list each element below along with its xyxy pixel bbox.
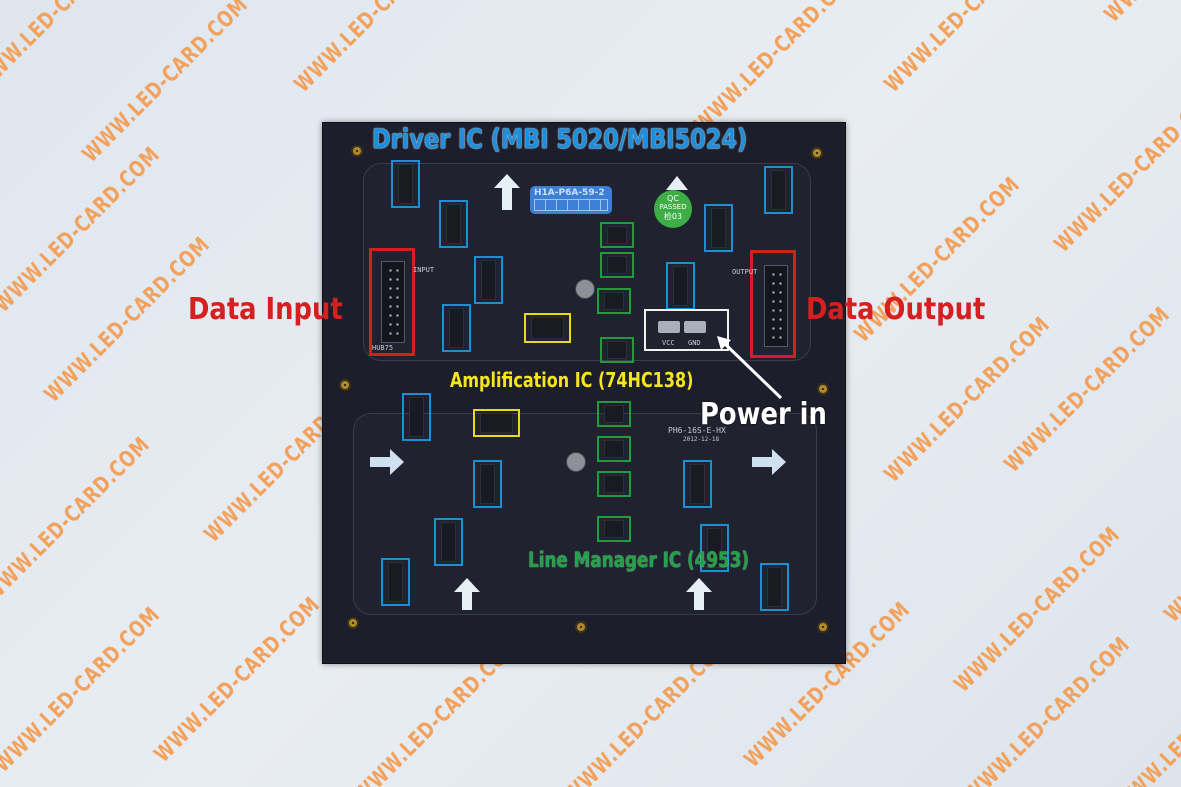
line-manager-ic-box <box>597 288 631 314</box>
amplification-ic-label: Amplification IC (74HC138) <box>450 368 694 392</box>
arrow-up-icon <box>666 176 688 190</box>
silk-gnd-label: GND <box>688 339 701 347</box>
capacitor <box>566 452 586 472</box>
watermark: WWW.LED-CARD.COM <box>0 432 156 608</box>
watermark: WWW.LED-CARD.COM <box>1160 452 1181 628</box>
arrow-up-icon <box>686 578 712 610</box>
driver-ic-box <box>666 262 695 310</box>
driver-ic-box <box>474 256 503 304</box>
mounting-hole <box>339 379 351 391</box>
qc-line2: PASSED <box>659 203 687 211</box>
qc-line3: 检03 <box>663 212 683 221</box>
driver-ic-box <box>402 393 431 441</box>
line-manager-ic-box <box>597 471 631 497</box>
line-manager-ic-box <box>597 436 631 462</box>
line-manager-ic-box <box>600 252 634 278</box>
watermark: WWW.LED-CARD.COM <box>1050 82 1181 258</box>
line-manager-ic-label: Line Manager IC (4953) <box>528 548 750 572</box>
mounting-hole <box>575 621 587 633</box>
driver-ic-box <box>760 563 789 611</box>
data-input-connector-box <box>369 248 415 356</box>
driver-ic-box <box>683 460 712 508</box>
capacitor <box>575 279 595 299</box>
arrow-right-icon <box>370 449 404 475</box>
driver-ic-box <box>473 460 502 508</box>
driver-ic-box <box>704 204 733 252</box>
silk-input-label: INPUT <box>413 266 435 274</box>
silk-hub75-label: HUB75 <box>372 344 394 352</box>
arrow-up-icon <box>494 174 520 210</box>
silk-model: PH6-16S-E-HX <box>668 426 726 435</box>
qc-line1: QC <box>667 194 679 203</box>
mounting-hole <box>811 147 823 159</box>
watermark: WWW.LED-CARD.COM <box>690 0 866 138</box>
driver-ic-box <box>391 160 420 208</box>
mounting-hole <box>817 383 829 395</box>
mounting-hole <box>351 145 363 157</box>
silk-output-label: OUTPUT <box>732 268 758 276</box>
mounting-hole <box>347 617 359 629</box>
power-pointer-arrow-icon <box>717 336 783 400</box>
line-manager-ic-box <box>600 222 634 248</box>
watermark: WWW.LED-CARD.COM <box>0 602 166 778</box>
line-manager-ic-box <box>600 337 634 363</box>
driver-ic-box <box>434 518 463 566</box>
watermark: WWW.LED-CARD.COM <box>880 0 1056 98</box>
power-connector-box: VCC GND <box>644 309 729 351</box>
model-tag-text: H1A-P6A-59-2 <box>534 188 605 198</box>
arrow-right-icon <box>752 449 786 475</box>
pcb-lower <box>353 413 817 615</box>
qc-passed-sticker: QC PASSED 检03 <box>654 190 692 228</box>
watermark: WWW.LED-CARD.COM <box>150 592 326 768</box>
silk-date: 2012-12-18 <box>683 436 720 443</box>
model-tag: H1A-P6A-59-2 <box>530 186 612 214</box>
output-connector <box>764 265 788 347</box>
driver-ic-box <box>442 304 471 352</box>
driver-ic-box <box>700 524 729 572</box>
silk-vcc-label: VCC <box>662 339 675 347</box>
data-input-label: Data Input <box>188 292 343 327</box>
data-output-label: Data Output <box>806 292 986 327</box>
watermark: WWW.LED-CARD.COM <box>78 0 254 168</box>
watermark: WWW.LED-CARD.COM <box>0 0 146 98</box>
mounting-hole <box>817 621 829 633</box>
watermark: WWW.LED-CARD.COM <box>290 0 466 98</box>
driver-ic-box <box>764 166 793 214</box>
amplification-ic-box <box>524 313 571 343</box>
watermark: WWW.LED-CARD.COM <box>1100 0 1181 28</box>
power-in-label: Power in <box>700 397 827 432</box>
data-output-connector-box <box>750 250 796 358</box>
line-manager-ic-box <box>597 401 631 427</box>
driver-ic-label: Driver IC (MBI 5020/MBI5024) <box>372 124 748 155</box>
line-manager-ic-box <box>597 516 631 542</box>
amplification-ic-box <box>473 409 520 437</box>
hub75-connector <box>381 261 405 343</box>
driver-ic-box <box>381 558 410 606</box>
arrow-up-icon <box>454 578 480 610</box>
driver-ic-box <box>439 200 468 248</box>
